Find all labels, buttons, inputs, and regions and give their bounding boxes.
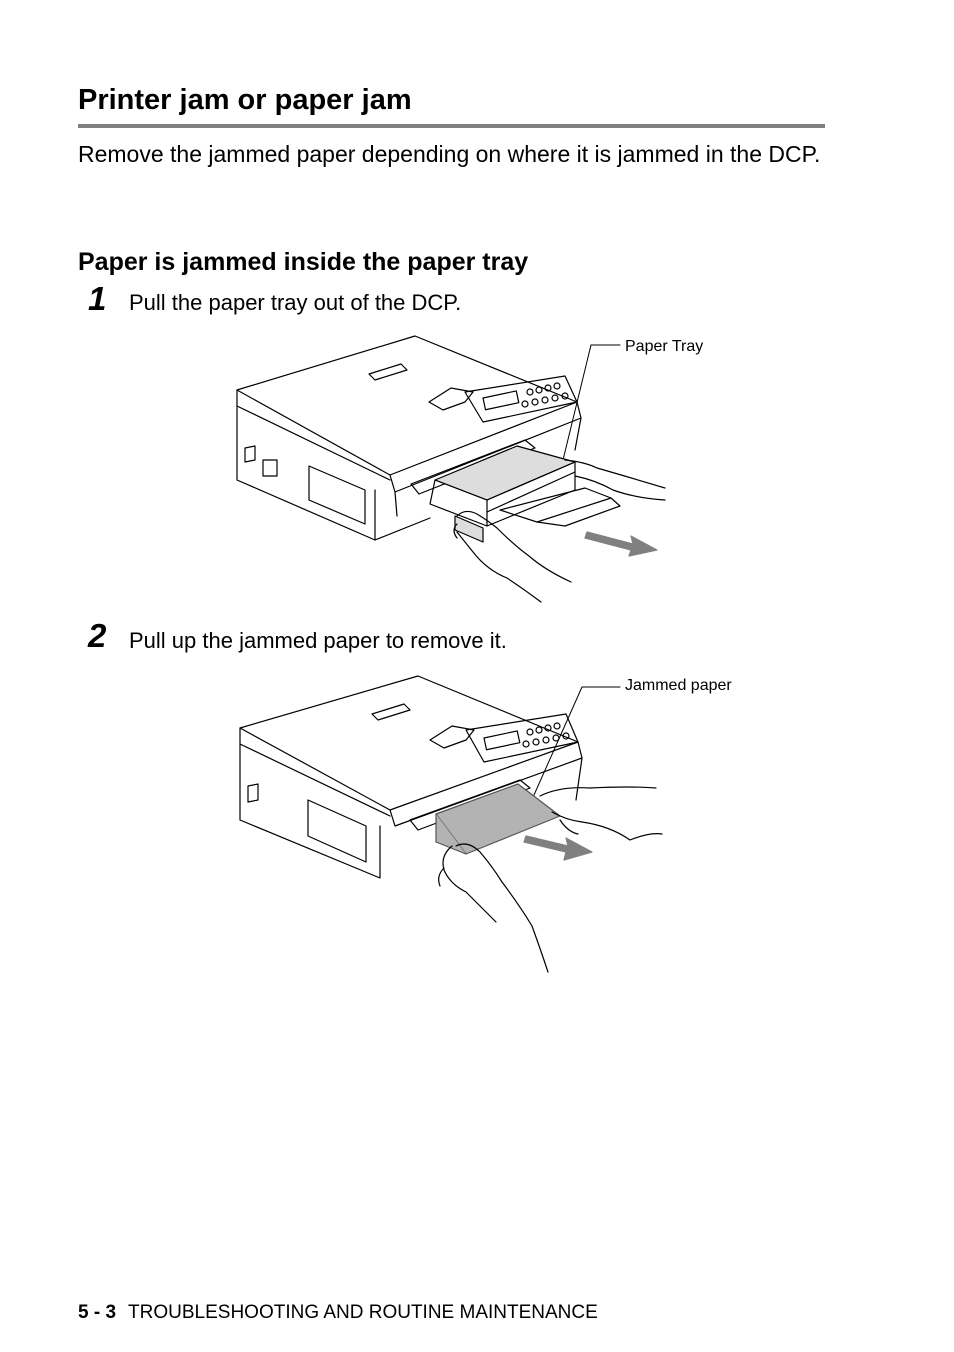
step-1-text: Pull the paper tray out of the DCP. bbox=[129, 290, 462, 315]
intro-paragraph: Remove the jammed paper depending on whe… bbox=[78, 141, 821, 167]
section-heading: Paper is jammed inside the paper tray bbox=[78, 248, 529, 276]
footer-chapter: TROUBLESHOOTING AND ROUTINE MAINTENANCE bbox=[128, 1302, 598, 1323]
jammed-paper-callout: Jammed paper bbox=[625, 677, 732, 694]
page-footer: 5 - 3 TROUBLESHOOTING AND ROUTINE MAINTEN… bbox=[78, 1301, 598, 1325]
paper-tray-callout: Paper Tray bbox=[625, 338, 704, 355]
step-2-number: 2 bbox=[88, 617, 107, 654]
title-rule bbox=[78, 124, 825, 128]
printer-illustration-jammed bbox=[239, 675, 663, 973]
step-2-text: Pull up the jammed paper to remove it. bbox=[129, 628, 507, 653]
step-1-number: 1 bbox=[88, 280, 107, 317]
footer-page-number: 5 - 3 bbox=[78, 1302, 117, 1323]
printer-illustration bbox=[236, 335, 666, 603]
page-title: Printer jam or paper jam bbox=[78, 84, 412, 116]
